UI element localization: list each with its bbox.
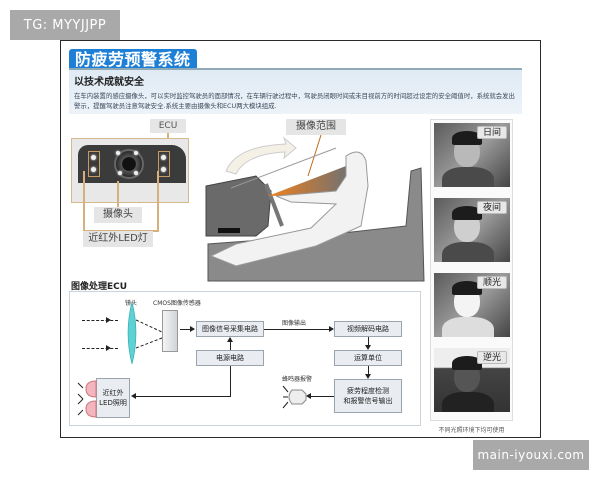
cmos-sensor-icon — [162, 310, 178, 352]
car-cabin-illustration — [205, 134, 425, 282]
lens-icon — [127, 302, 163, 364]
photo-body — [442, 167, 494, 187]
arrow — [230, 338, 232, 350]
infographic-panel: 防疲劳预警系统 以技术成就安全 在车内装置的感应摄像头，可以实时监控驾驶员的面部… — [60, 40, 541, 438]
led-icon — [91, 155, 96, 160]
photo-hair — [452, 281, 482, 295]
lens-ring-led-icon — [116, 151, 120, 155]
arrow-head — [106, 345, 111, 351]
watermark-bottom: main-iyouxi.com — [473, 440, 589, 470]
ecu-section-title: 图像处理ECU — [71, 282, 128, 292]
buzzer-label: 蜂鸣器报警 — [282, 376, 313, 383]
arrow — [308, 396, 334, 398]
lens-label: 镜头 — [125, 300, 138, 307]
photo-hair — [452, 131, 482, 145]
ecu-block-diagram: 镜头 CMOS图像传感器 图像信号采集电路 电源电路 图像输出 视频解码电路 — [69, 291, 421, 426]
led-icon — [161, 167, 166, 172]
led-icon — [161, 155, 166, 160]
led-callout-line-left — [83, 171, 85, 231]
block-nir-led: 近红外 LED照明 — [96, 378, 130, 418]
nir-led-line-1: 近红外 — [102, 389, 124, 397]
photo-hair — [452, 206, 482, 220]
led-callout-line-bottom — [83, 230, 159, 232]
led-icon — [91, 167, 96, 172]
photo-tag: 顺光 — [477, 276, 507, 289]
block-power: 电源电路 — [196, 350, 264, 366]
ecu-callout-label: ECU — [150, 119, 186, 133]
panel-title: 防疲劳预警系统 — [69, 49, 197, 71]
arrow-head — [190, 326, 195, 332]
arrow — [368, 337, 370, 347]
nir-led-line-2: LED照明 — [99, 399, 127, 407]
photo-caption: 不同光照环境下均可使用 — [438, 427, 505, 434]
arrow-head — [227, 337, 233, 342]
buzzer-icon — [282, 385, 307, 409]
fatigue-line-1: 疲劳程度检测 — [347, 387, 389, 395]
infrared-led-icon — [77, 380, 97, 418]
arrow-head — [329, 326, 334, 332]
photo-backlight: 逆光 — [434, 348, 510, 412]
intro-section: 以技术成就安全 在车内装置的感应摄像头，可以实时监控驾驶员的面部情况，在车辆行驶… — [69, 70, 522, 114]
photo-tag: 日间 — [477, 126, 507, 139]
block-compute-unit: 运算单位 — [334, 350, 402, 366]
arrow — [133, 396, 231, 398]
ecu-callout-line — [167, 133, 169, 139]
lighting-photo-strip: 日间 夜间 顺光 逆光 — [430, 119, 513, 421]
camera-range-label: 摄像范围 — [286, 119, 346, 135]
led-group-right — [158, 151, 170, 177]
block-video-decoder: 视频解码电路 — [334, 321, 402, 337]
arrow-head — [365, 374, 371, 379]
camera-housing — [78, 145, 186, 183]
photo-front-light: 顺光 — [434, 273, 510, 337]
led-callout-line-right — [157, 171, 159, 231]
led-group-left — [88, 151, 100, 177]
arrow-head — [365, 345, 371, 350]
block-image-acquisition: 图像信号采集电路 — [196, 321, 264, 337]
arrow — [180, 329, 194, 331]
led-callout-label: 近红外LED灯 — [83, 231, 153, 247]
watermark-top: TG: MYYJJPP — [10, 10, 120, 40]
photo-night: 夜间 — [434, 198, 510, 262]
camera-callout-line — [117, 181, 119, 207]
photo-daytime: 日间 — [434, 123, 510, 187]
arrow-head — [106, 317, 111, 323]
camera-callout-label: 摄像头 — [94, 207, 142, 223]
fatigue-line-2: 和报警信号输出 — [343, 397, 393, 405]
photo-tag: 逆光 — [477, 351, 507, 364]
lens-ring-led-icon — [134, 151, 138, 155]
photo-body — [442, 392, 494, 412]
photo-body — [442, 317, 494, 337]
title-divider — [69, 68, 522, 70]
arrow — [368, 366, 370, 376]
arrow — [230, 366, 232, 396]
light-ray — [82, 320, 118, 321]
lens-ring-led-icon — [118, 171, 122, 175]
light-ray — [82, 348, 118, 349]
arrow — [264, 329, 332, 331]
arrow-head — [131, 393, 136, 399]
camera-module-image — [71, 138, 189, 203]
photo-tag: 夜间 — [477, 201, 507, 214]
photo-body — [442, 242, 494, 262]
cmos-label: CMOS图像传感器 — [153, 300, 201, 307]
photo-hair — [452, 356, 482, 370]
image-output-label: 图像输出 — [282, 320, 307, 327]
intro-heading: 以技术成就安全 — [74, 77, 144, 88]
block-fatigue-detection: 疲劳程度检测 和报警信号输出 — [334, 379, 402, 413]
lens-ring-led-icon — [134, 171, 138, 175]
arrow-head — [306, 393, 311, 399]
intro-text: 在车内装置的感应摄像头，可以实时监控驾驶员的面部情况，在车辆行驶过程中，驾驶员闭… — [74, 92, 515, 110]
